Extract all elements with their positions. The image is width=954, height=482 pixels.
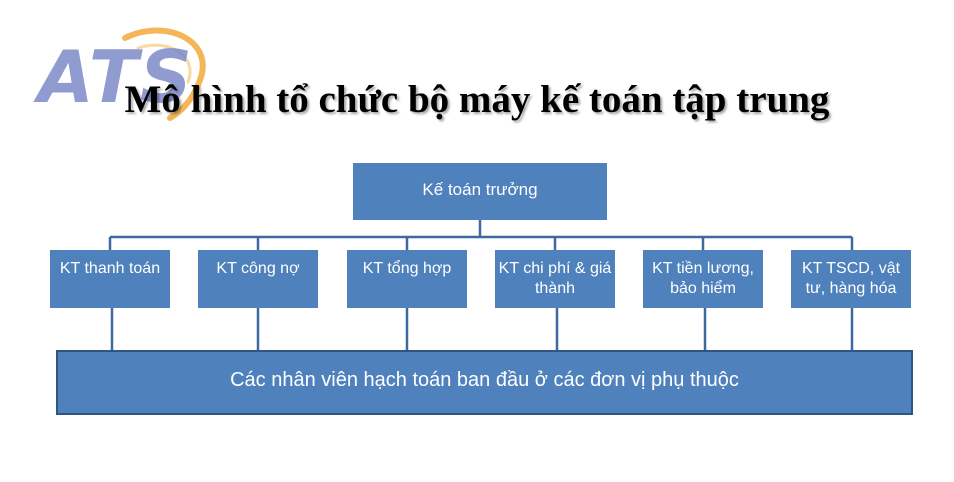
dept-box-receivables: KT công nợ bbox=[198, 250, 318, 308]
page-title: Mô hình tổ chức bộ máy kế toán tập trung bbox=[124, 78, 830, 121]
logo-ring-arc-inner bbox=[136, 43, 192, 84]
ats-logo: ATS bbox=[33, 27, 206, 121]
dept-box-payment: KT thanh toán bbox=[50, 250, 170, 308]
dept-box-payroll: KT tiền lương, bảo hiểm bbox=[643, 250, 763, 308]
staff-units-box: Các nhân viên hạch toán ban đầu ở các đơ… bbox=[56, 350, 913, 415]
logo-text: ATS bbox=[33, 35, 194, 119]
chief-accountant-box: Kế toán trưởng bbox=[353, 163, 607, 220]
dept-box-general: KT tổng hợp bbox=[347, 250, 467, 308]
dept-box-cost: KT chi phí & giá thành bbox=[495, 250, 615, 308]
dept-box-fixed-assets: KT TSCD, vật tư, hàng hóa bbox=[791, 250, 911, 308]
logo-ring-arc bbox=[122, 27, 206, 121]
